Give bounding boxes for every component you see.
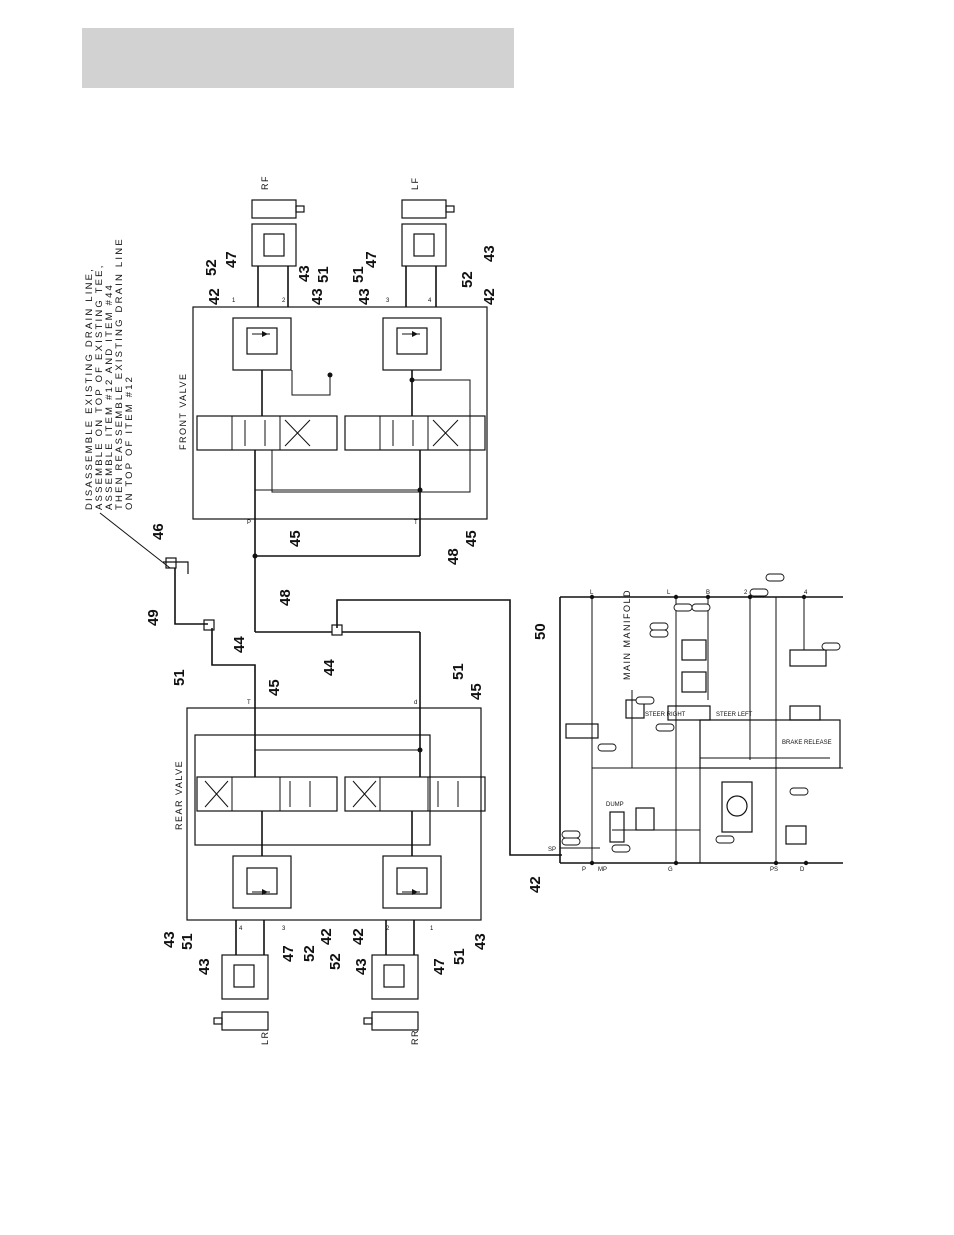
callout-c43f: 43 [196, 958, 213, 975]
callout-c44b: 44 [321, 659, 338, 676]
rv-port-1: 1 [430, 926, 434, 932]
front-valve: FRONT VALVE P T 1 2 3 4 [178, 298, 488, 526]
lf-label: LF [410, 176, 420, 190]
mm-port-4: 4 [804, 590, 808, 596]
callout-c51f: 51 [451, 948, 468, 965]
fv-port-3: 3 [386, 298, 390, 304]
rf-label: RF [260, 175, 270, 190]
mm-port-d: D [800, 867, 805, 873]
mm-port-sp: SP [548, 847, 556, 853]
callout-c43g: 43 [353, 958, 370, 975]
mm-port-lb: L [667, 590, 671, 596]
mm-port-ps: PS [770, 867, 778, 873]
callout-c51b: 51 [350, 266, 367, 283]
rv-port-t: T [247, 700, 251, 706]
note-line-4: THEN REASSEMBLE EXISTING DRAIN LINE [114, 237, 125, 510]
rr-label: RR [410, 1029, 420, 1045]
mm-port-g: G [668, 867, 673, 873]
callout-c52d: 52 [327, 953, 344, 970]
rv-port-2: 2 [386, 926, 390, 932]
callout-c51d: 51 [450, 663, 467, 680]
callout-c43a: 43 [296, 265, 313, 282]
callout-c43b: 43 [309, 288, 326, 305]
note-line-3: ASSEMBLE ITEM #12 AND ITEM #44 [104, 283, 115, 510]
tee-44b [331, 624, 343, 636]
rf-cylinder: RF [251, 175, 305, 307]
note-line-1: DISASSEMBLE EXISTING DRAIN LINE, [84, 267, 95, 510]
callout-c45c: 45 [266, 679, 283, 696]
callout-c50: 50 [532, 623, 549, 640]
note-line-2: ASSEMBLE ON TOP OF EXISTING TEE, [94, 263, 105, 510]
fv-port-t: T [414, 520, 418, 526]
callout-c43h: 43 [472, 933, 489, 950]
callout-c42e: 42 [350, 928, 367, 945]
lf-cylinder: LF [401, 176, 455, 307]
callout-c48a: 48 [277, 589, 294, 606]
steer-right-label: STEER RIGHT [645, 712, 686, 718]
fv-port-1: 1 [232, 298, 236, 304]
tee-46 [165, 557, 177, 569]
rv-port-3: 3 [282, 926, 286, 932]
front-valve-label: FRONT VALVE [178, 372, 188, 450]
mm-port-mp: MP [598, 867, 607, 873]
callout-c42b: 42 [481, 288, 498, 305]
rr-cylinder: RR [363, 920, 420, 1045]
dump-label: DUMP [606, 802, 624, 808]
rear-valve-body [186, 707, 482, 921]
rear-valve: REAR VALVE T d 4 3 2 1 [174, 700, 486, 932]
callout-c45a: 45 [287, 530, 304, 547]
callout-c43c: 43 [356, 288, 373, 305]
callout-c42d: 42 [318, 928, 335, 945]
drain-line-note: DISASSEMBLE EXISTING DRAIN LINE, ASSEMBL… [84, 237, 135, 510]
note-line-5: ON TOP OF ITEM #12 [124, 375, 135, 510]
hose-lines [163, 519, 562, 856]
callout-c47c: 47 [280, 945, 297, 962]
callout-c45d: 45 [468, 683, 485, 700]
lr-cylinder: LR [213, 920, 270, 1045]
fv-port-p: P [247, 520, 251, 526]
callout-c52c: 52 [301, 945, 318, 962]
lr-label: LR [260, 1030, 270, 1045]
fv-port-2: 2 [282, 298, 286, 304]
callout-c46: 46 [150, 523, 167, 540]
rv-port-4: 4 [239, 926, 243, 932]
front-valve-body [192, 306, 488, 520]
mm-port-2: 2 [744, 590, 748, 596]
callout-c43d: 43 [481, 245, 498, 262]
callout-c42a: 42 [206, 288, 223, 305]
callout-c45b: 45 [463, 530, 480, 547]
callout-c47b: 47 [363, 251, 380, 268]
main-manifold: MAIN MANIFOLD STEER RIGHT STEER LEFT BRA… [548, 573, 843, 873]
callout-c48b: 48 [445, 548, 462, 565]
mm-port-l: L [590, 590, 594, 596]
rv-port-d: d [414, 700, 417, 706]
callout-c51a: 51 [315, 266, 332, 283]
callout-c47a: 47 [223, 251, 240, 268]
main-manifold-label: MAIN MANIFOLD [622, 589, 632, 680]
mm-port-p: P [582, 867, 586, 873]
callouts: 52 47 42 43 51 43 51 47 43 43 52 42 46 4… [145, 245, 549, 975]
callout-c52a: 52 [203, 259, 220, 276]
tee-44a [203, 619, 215, 631]
brake-release-label: BRAKE RELEASE [782, 740, 832, 746]
callout-c43e: 43 [161, 931, 178, 948]
callout-c51c: 51 [171, 669, 188, 686]
callout-c44a: 44 [231, 636, 248, 653]
callout-c42c: 42 [527, 876, 544, 893]
callout-c47d: 47 [431, 958, 448, 975]
callout-c49: 49 [145, 609, 162, 626]
note-leader [99, 512, 171, 569]
steer-left-label: STEER LEFT [716, 712, 753, 718]
callout-c52b: 52 [459, 271, 476, 288]
header-bar [82, 28, 514, 88]
rear-valve-label: REAR VALVE [174, 760, 184, 830]
mm-port-b: B [706, 590, 710, 596]
callout-c51e: 51 [179, 933, 196, 950]
fv-port-4: 4 [428, 298, 432, 304]
